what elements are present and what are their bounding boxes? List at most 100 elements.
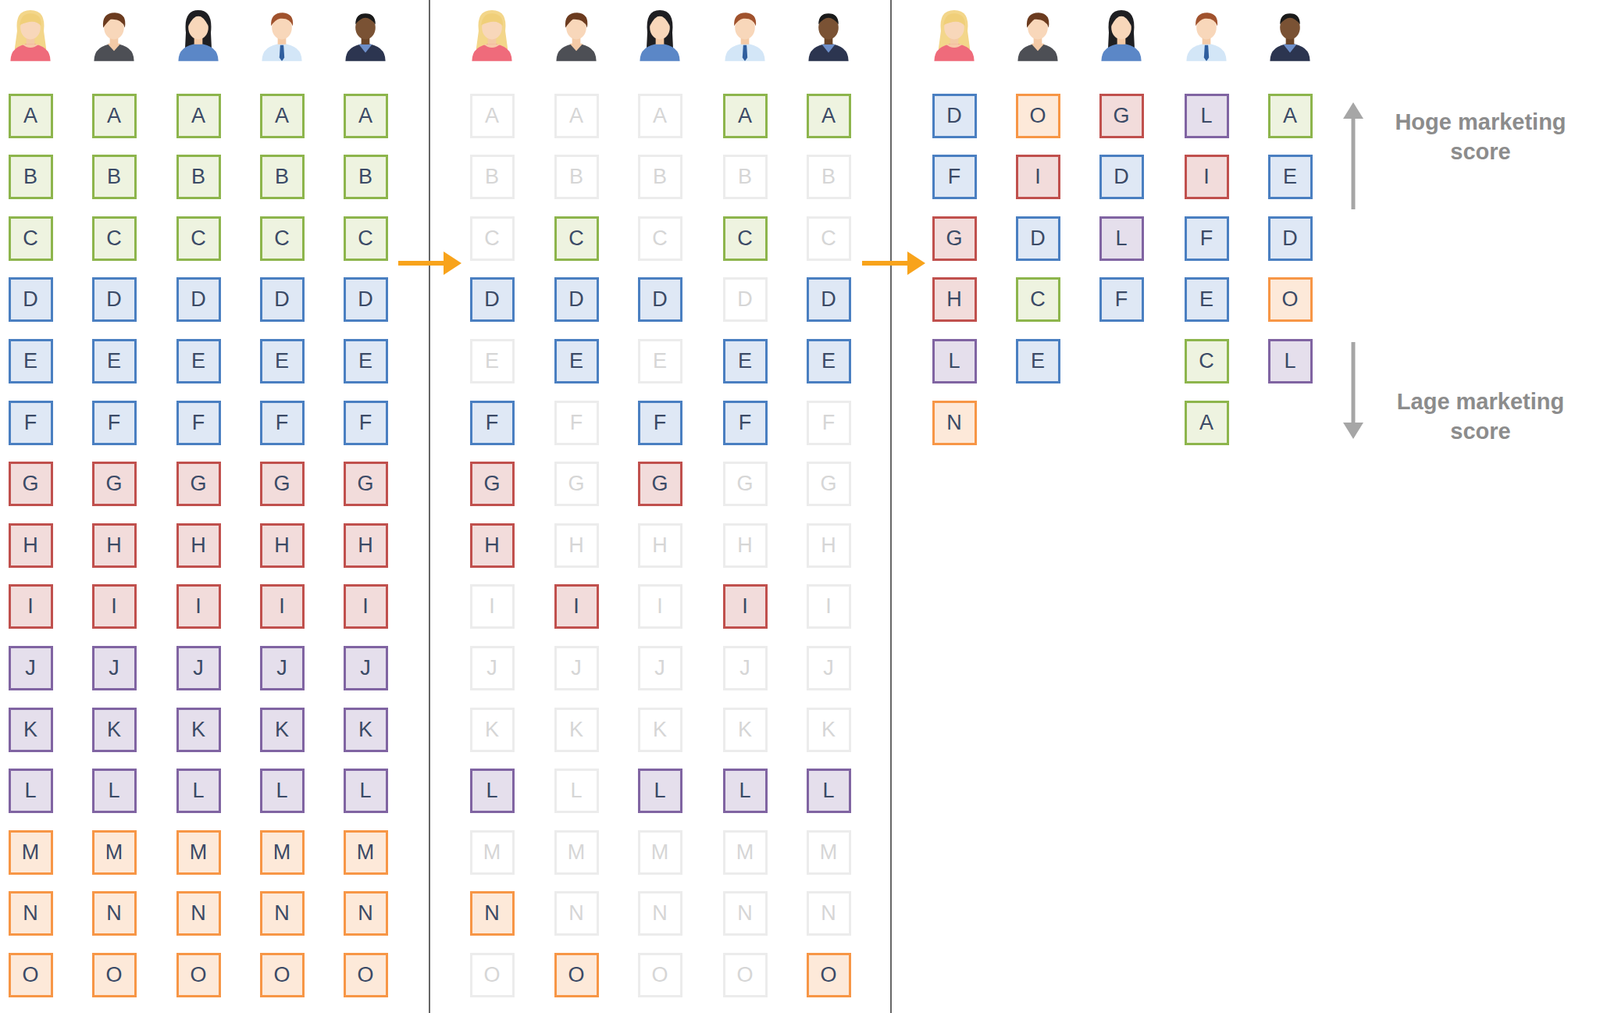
letter: E — [821, 350, 836, 372]
faded-letter-box: I — [637, 584, 683, 629]
letter-box: O — [343, 952, 389, 998]
letter-box: L — [92, 768, 137, 813]
letter: H — [274, 534, 290, 556]
letter-box: D — [176, 277, 221, 322]
letter-box: F — [260, 400, 305, 446]
letter: G — [736, 473, 753, 495]
letter: N — [106, 902, 122, 924]
letter: J — [276, 657, 288, 679]
letter-box: C — [8, 216, 54, 261]
letter: M — [736, 841, 755, 863]
faded-letter-box: G — [554, 461, 599, 507]
letter-box: L — [1268, 338, 1313, 384]
letter: N — [652, 902, 668, 924]
letter-box: E — [1184, 277, 1230, 322]
letter-box: A — [723, 93, 768, 139]
letter: O — [819, 964, 837, 986]
letter-box: F — [1184, 216, 1230, 261]
letter-box: J — [260, 645, 305, 691]
letter-box: M — [176, 830, 221, 875]
letter: D — [357, 288, 374, 311]
letter-box: I — [343, 584, 389, 629]
letter: O — [736, 964, 753, 986]
letter-box: F — [92, 400, 137, 446]
letter: F — [947, 166, 962, 188]
letter: M — [567, 841, 586, 863]
letter: L — [822, 780, 834, 802]
letter: J — [823, 657, 834, 679]
letter: E — [1282, 166, 1298, 188]
letter-box: J — [92, 645, 137, 691]
letter-box: M — [92, 830, 137, 875]
letter-box: H — [470, 523, 515, 568]
letter-box: F — [723, 400, 768, 446]
letter-box: I — [1015, 154, 1061, 200]
letter-box: K — [92, 707, 137, 752]
letter: B — [484, 166, 499, 188]
letter: G — [945, 228, 963, 250]
letter-box: L — [260, 768, 305, 813]
letter: E — [358, 350, 373, 372]
letter: G — [273, 473, 290, 495]
letter: M — [356, 841, 375, 863]
letter: K — [191, 719, 206, 741]
faded-letter-box: C — [637, 216, 683, 261]
letter-box: D — [260, 277, 305, 322]
letter: G — [189, 473, 207, 495]
faded-letter-box: N — [554, 890, 599, 936]
faded-letter-box: J — [723, 645, 768, 691]
letter: D — [190, 288, 207, 311]
letter: B — [191, 166, 206, 188]
person-icon — [10, 10, 50, 61]
letter: K — [106, 719, 122, 741]
person-icon — [345, 13, 385, 61]
letter-box: J — [343, 645, 389, 691]
letter-box: N — [343, 890, 389, 936]
faded-letter-box: B — [637, 154, 683, 200]
person-icon — [808, 13, 849, 61]
letter: C — [568, 228, 585, 250]
letter-box: N — [470, 890, 515, 936]
letter-box: H — [932, 277, 977, 322]
letter: D — [820, 288, 837, 311]
letter-box: K — [8, 707, 54, 752]
letter: B — [821, 166, 836, 188]
faded-letter-box: J — [554, 645, 599, 691]
letter-box: J — [8, 645, 54, 691]
letter-box: B — [92, 154, 137, 200]
faded-letter-box: K — [470, 707, 515, 752]
letter-box: C — [554, 216, 599, 261]
letter: D — [1282, 228, 1298, 250]
step-arrow — [862, 251, 926, 275]
letter-box: A — [176, 93, 221, 139]
letter: H — [190, 534, 207, 556]
score-arrow-up — [1343, 102, 1364, 210]
letter: G — [819, 473, 837, 495]
letter-box: C — [343, 216, 389, 261]
person-icon — [471, 10, 512, 61]
letter: E — [274, 350, 289, 372]
letter-box: E — [554, 338, 599, 384]
letter: B — [106, 166, 122, 188]
letter: D — [106, 288, 122, 311]
letter: K — [484, 719, 499, 741]
letter: C — [190, 228, 207, 250]
letter-box: L — [932, 338, 977, 384]
letter: A — [1199, 412, 1214, 434]
letter: O — [651, 964, 668, 986]
letter: E — [569, 350, 584, 372]
letter: N — [484, 902, 500, 924]
letter-box: C — [1015, 277, 1061, 322]
letter: I — [195, 595, 202, 617]
faded-letter-box: K — [637, 707, 683, 752]
letter: C — [357, 228, 374, 250]
letter-box: N — [260, 890, 305, 936]
letter: K — [821, 719, 836, 741]
letter-box: F — [176, 400, 221, 446]
letter: F — [485, 412, 499, 434]
letter-box: I — [554, 584, 599, 629]
letter-box: D — [1099, 154, 1144, 200]
person-icons — [10, 10, 1310, 61]
letter: K — [274, 719, 289, 741]
letter: L — [192, 780, 204, 802]
